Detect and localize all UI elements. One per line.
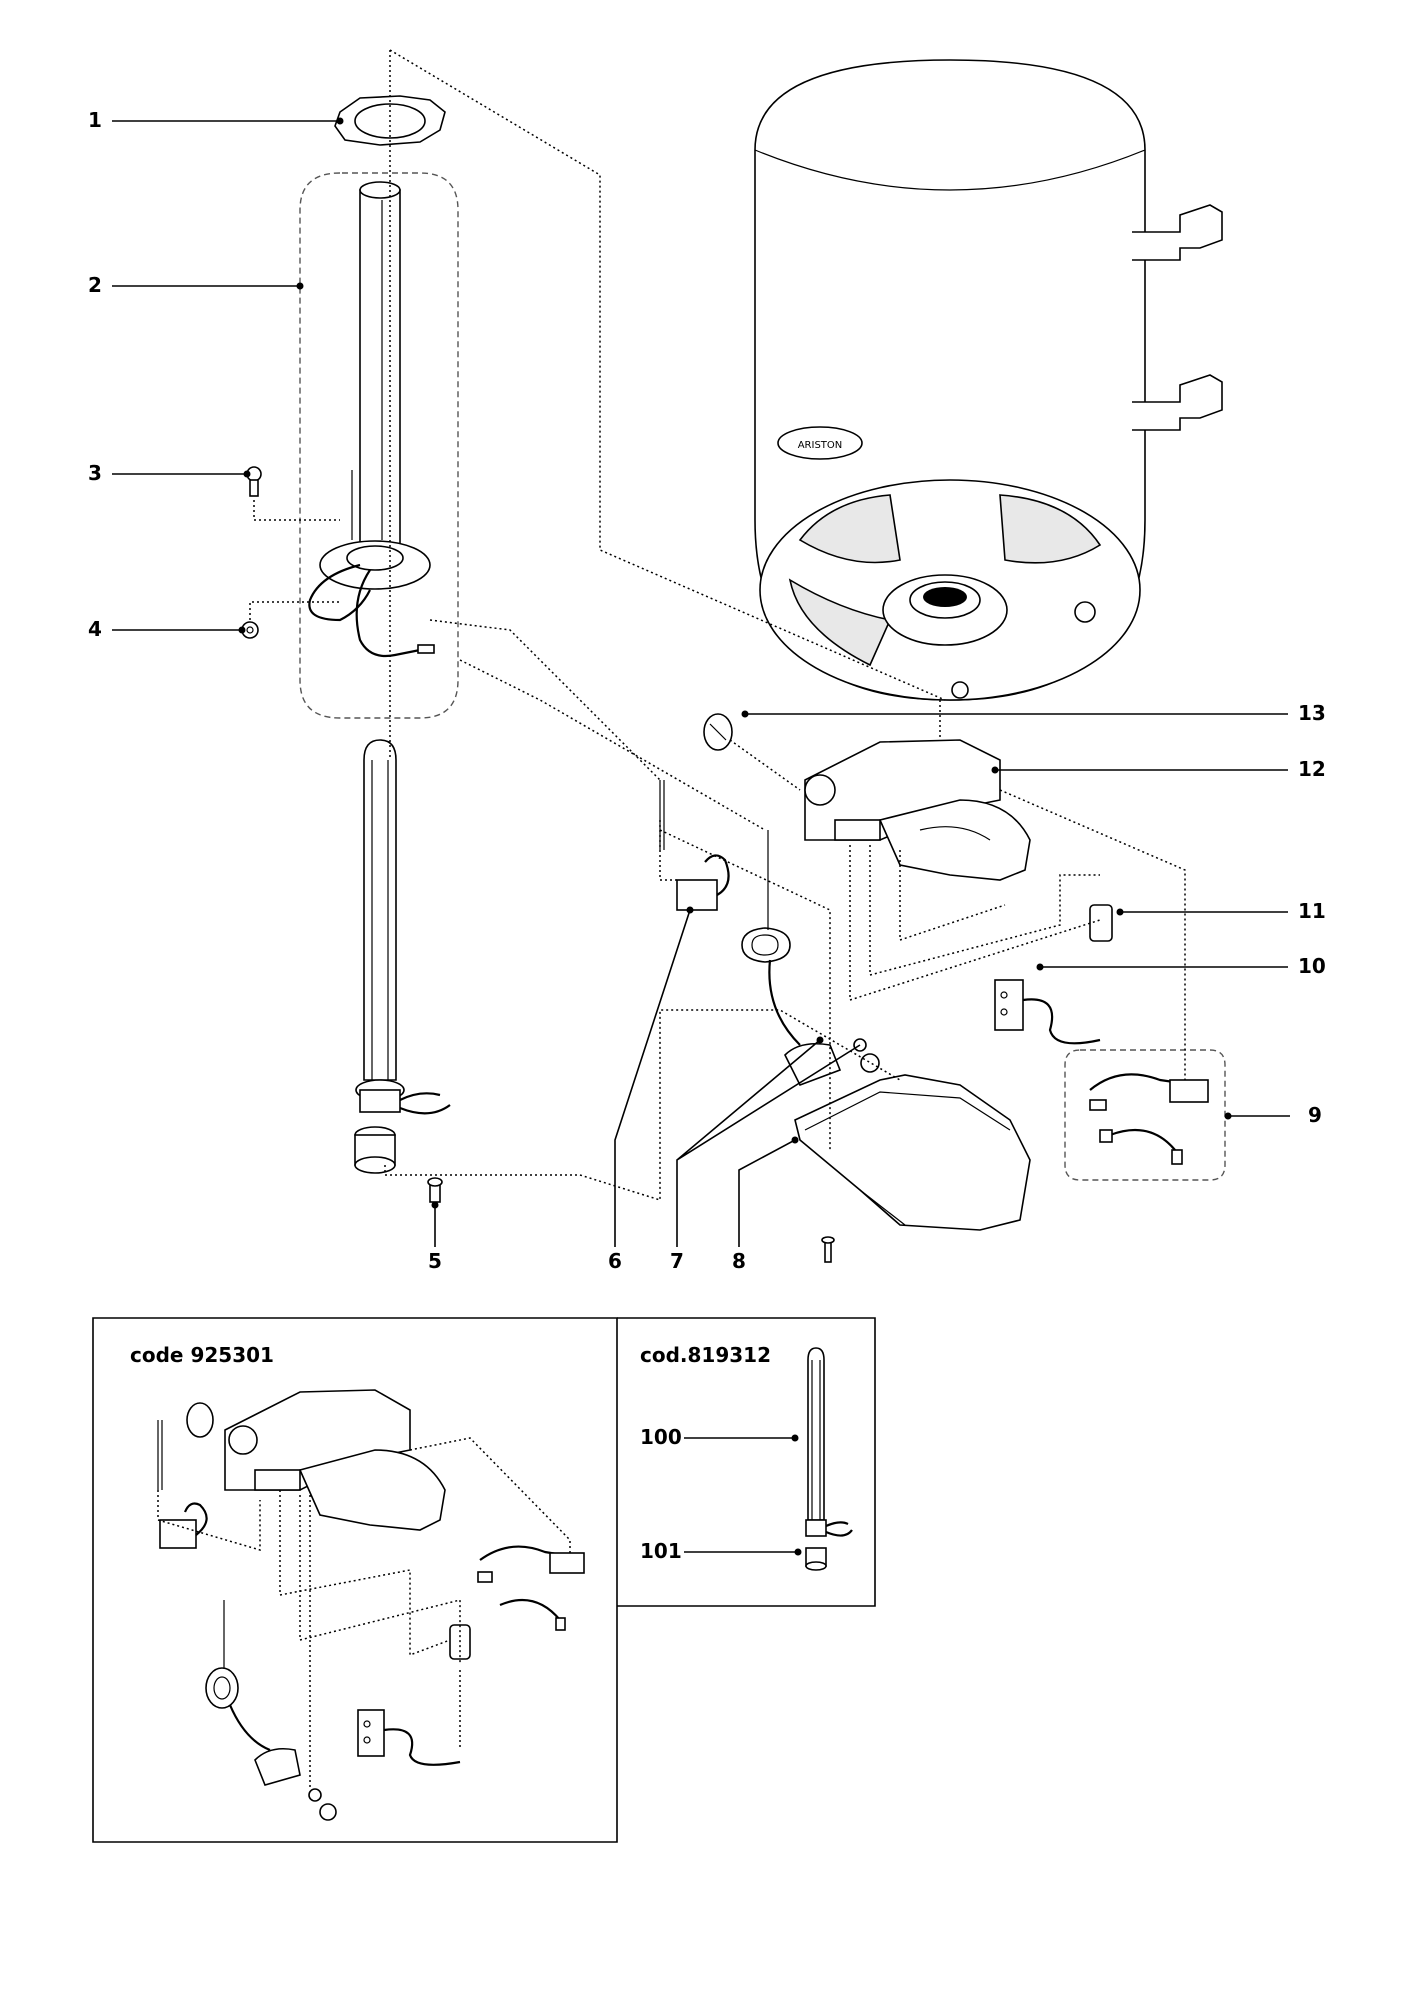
svg-text:10: 10 xyxy=(1298,954,1326,978)
svg-text:1: 1 xyxy=(88,108,102,132)
callout-8: 8 xyxy=(732,1136,799,1273)
svg-text:5: 5 xyxy=(428,1249,442,1273)
terminal-plate xyxy=(994,979,1101,1045)
svg-text:6: 6 xyxy=(608,1249,622,1273)
screw xyxy=(246,466,262,497)
kit-b-code-label: cod.819312 xyxy=(640,1343,771,1367)
callout-6: 6 xyxy=(608,906,694,1273)
svg-text:8: 8 xyxy=(732,1249,746,1273)
svg-text:11: 11 xyxy=(1298,899,1326,923)
callout-4: 4 xyxy=(88,617,246,641)
kit-box-925301: code 925301 xyxy=(92,1317,618,1843)
callout-1: 1 xyxy=(88,108,344,132)
svg-text:2: 2 xyxy=(88,273,102,297)
callout-7: 7 xyxy=(670,1036,861,1273)
svg-text:100: 100 xyxy=(640,1425,682,1449)
anode-sheath-tube xyxy=(308,181,435,658)
callout-3: 3 xyxy=(88,461,251,485)
control-bracket xyxy=(804,739,1031,881)
heating-element xyxy=(354,739,451,1174)
callout-2: 2 xyxy=(88,273,304,297)
callout-10: 10 xyxy=(1036,954,1326,978)
callout-9: 9 xyxy=(1224,1103,1322,1127)
callout-101: 101 xyxy=(640,1539,802,1563)
svg-text:3: 3 xyxy=(88,461,102,485)
callout-13: 13 xyxy=(741,701,1326,725)
callout-11: 11 xyxy=(1116,899,1326,923)
pilot-lamp xyxy=(1089,904,1113,942)
thermostat xyxy=(659,780,730,911)
kit-a-code-label: code 925301 xyxy=(130,1343,274,1367)
svg-text:12: 12 xyxy=(1298,757,1326,781)
bottom-cover xyxy=(794,1074,1031,1263)
svg-text:9: 9 xyxy=(1308,1103,1322,1127)
element-screw xyxy=(427,1177,443,1203)
thermostat-knob xyxy=(703,713,733,751)
svg-text:101: 101 xyxy=(640,1539,682,1563)
water-heater-tank: ARISTON xyxy=(754,59,1223,701)
safety-thermostat xyxy=(741,830,880,1087)
callout-12: 12 xyxy=(991,757,1326,781)
svg-text:7: 7 xyxy=(670,1249,684,1273)
wiring-kit xyxy=(1089,1073,1209,1165)
callout-100: 100 xyxy=(640,1425,799,1449)
kit-box-819312: cod.819312 100 101 xyxy=(617,1317,876,1607)
svg-text:13: 13 xyxy=(1298,701,1326,725)
brand-logo-text: ARISTON xyxy=(798,440,843,451)
callout-5: 5 xyxy=(428,1201,442,1273)
svg-text:4: 4 xyxy=(88,617,102,641)
assembly-guide-lines xyxy=(249,49,1186,1202)
